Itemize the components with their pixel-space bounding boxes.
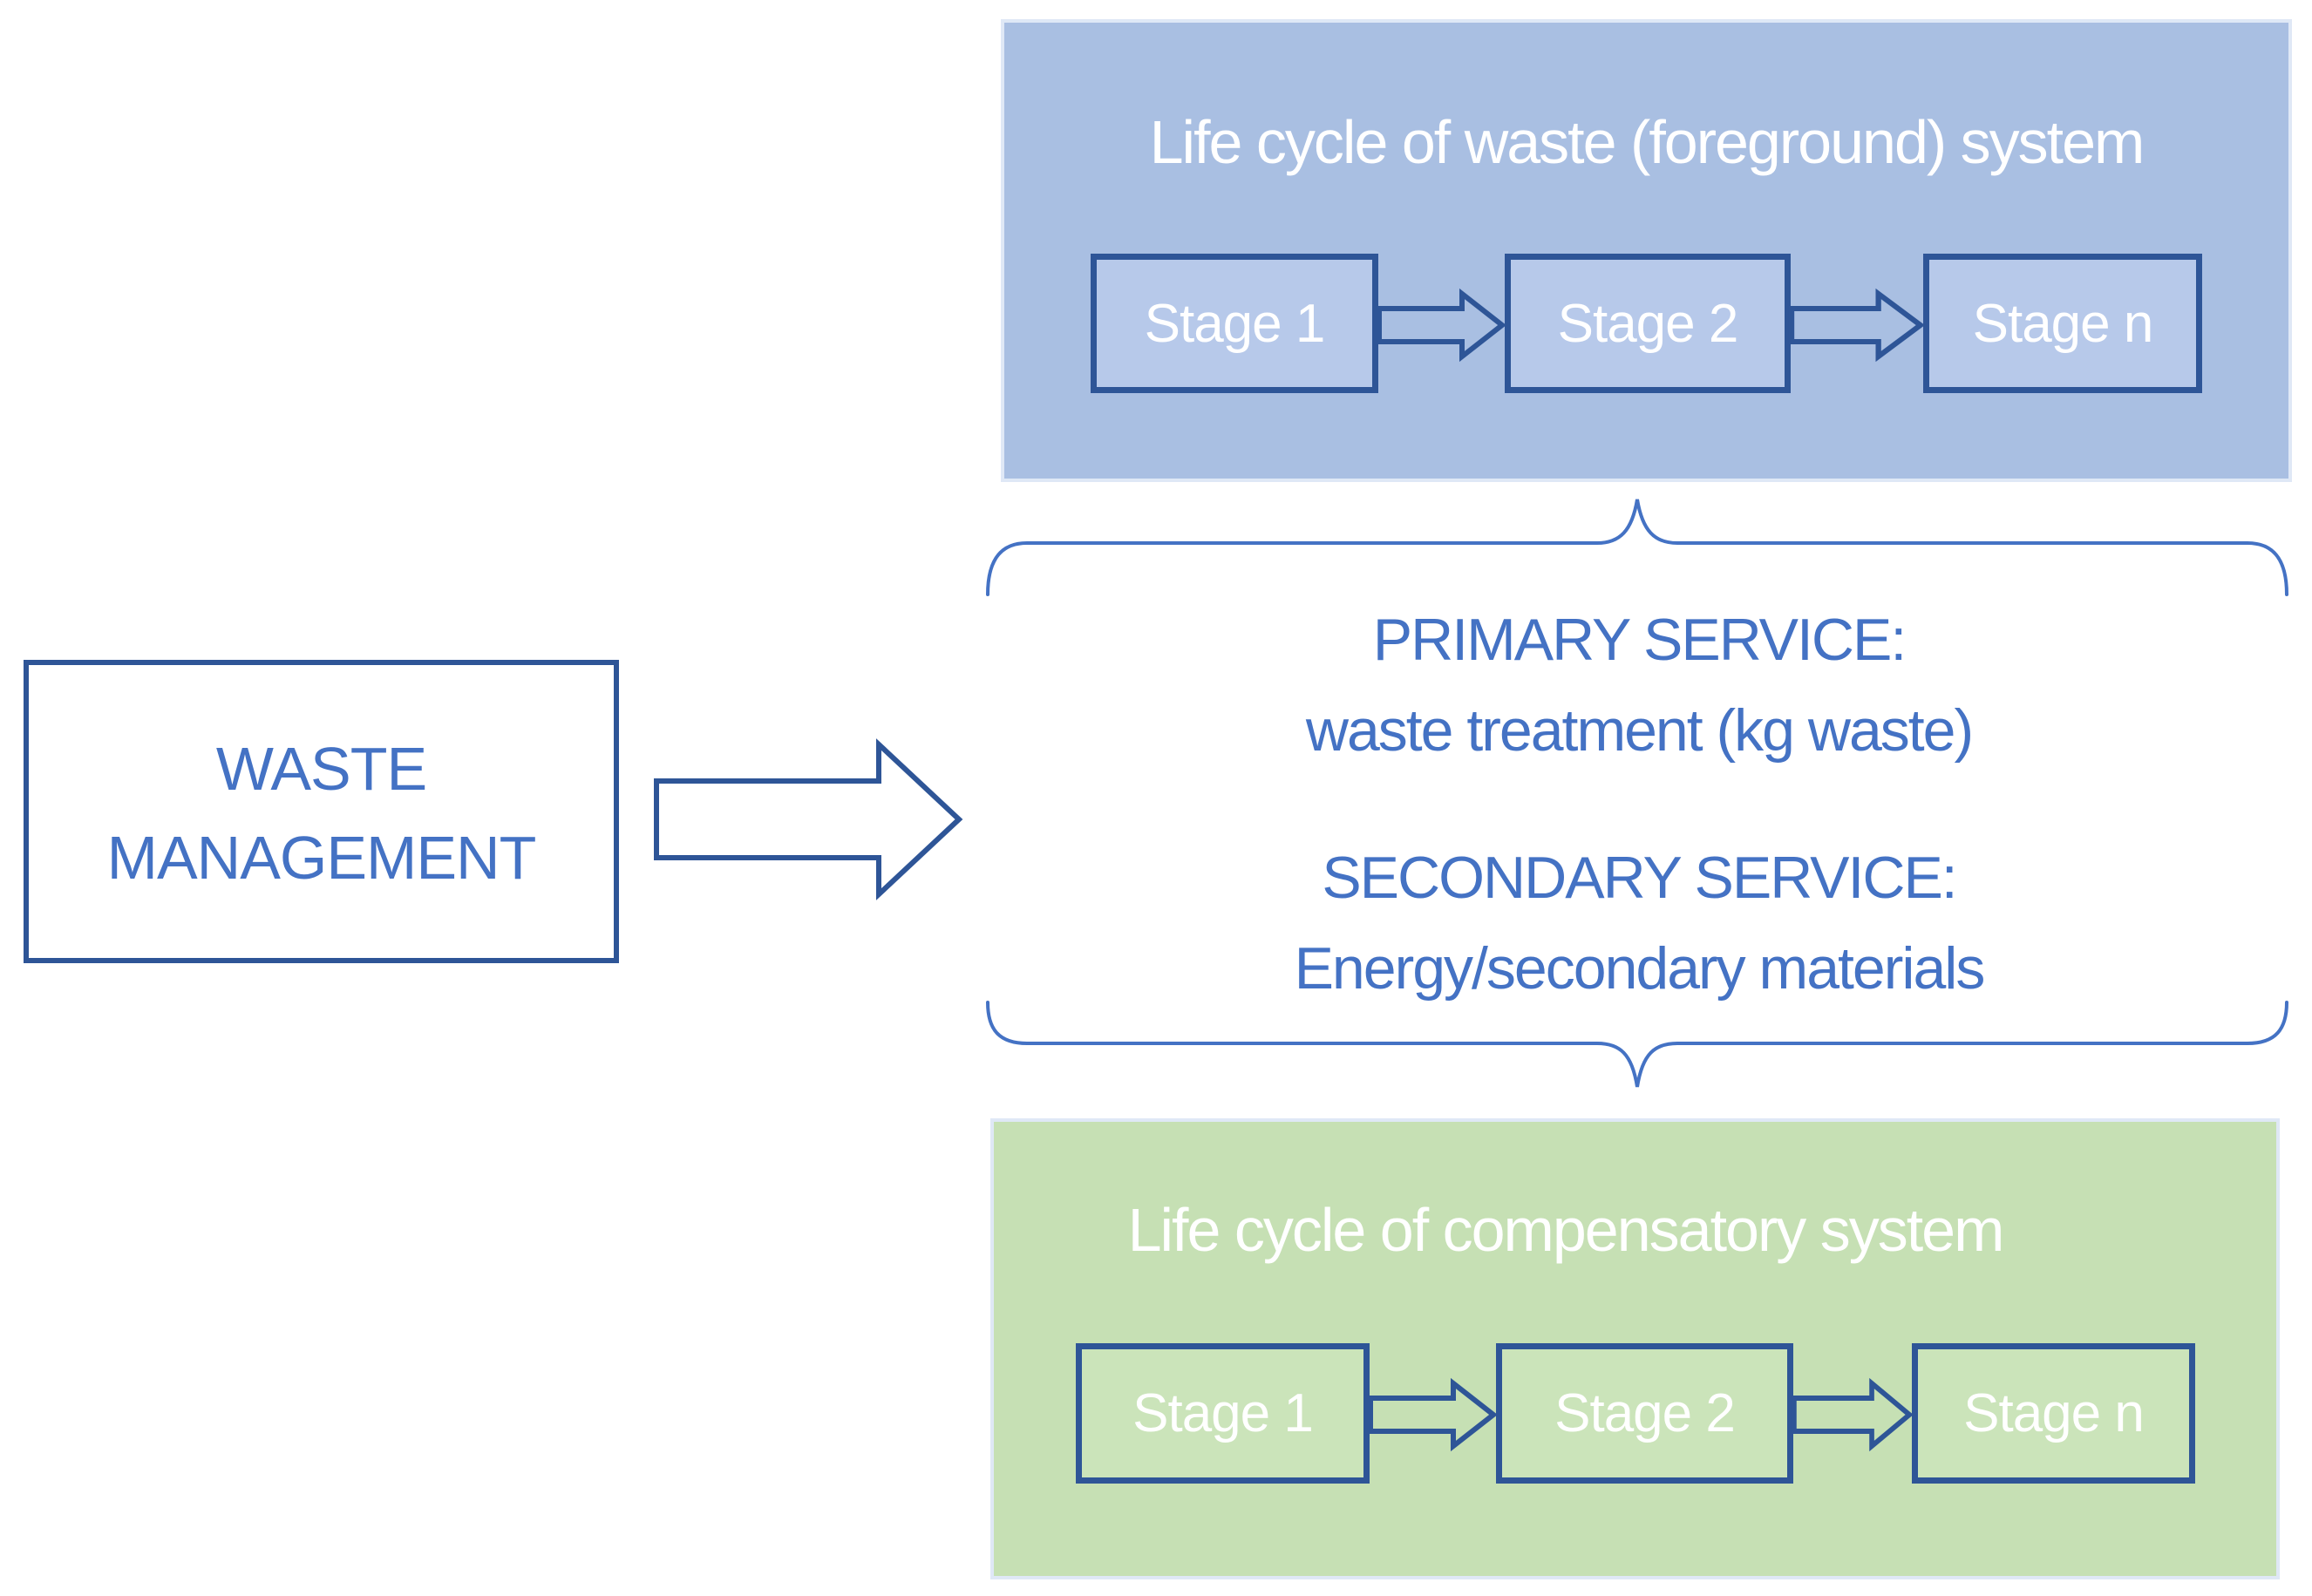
flow-arrow	[1792, 1377, 1914, 1452]
foreground-stage-2-label: Stage 2	[1557, 293, 1739, 354]
flow-arrow	[1377, 288, 1506, 363]
services-text-block: PRIMARY SERVICE: waste treatment (kg was…	[987, 594, 2291, 1014]
secondary-service-label: SECONDARY SERVICE:	[1322, 845, 1957, 911]
flow-arrow	[1788, 288, 1925, 363]
block-arrow-right	[654, 738, 963, 900]
compensatory-stage-2-label: Stage 2	[1554, 1383, 1736, 1443]
foreground-stage-1-label: Stage 1	[1144, 293, 1326, 354]
waste-management-line1: WASTE	[215, 735, 427, 803]
waste-management-line2: MANAGEMENT	[106, 824, 537, 892]
foreground-stage-n-label: Stage n	[1972, 293, 2154, 354]
compensatory-stage-n-box: Stage n	[1912, 1343, 2195, 1484]
flow-arrow	[1368, 1377, 1498, 1452]
foreground-stage-1-box: Stage 1	[1091, 254, 1378, 393]
waste-management-box: WASTE MANAGEMENT	[24, 660, 619, 963]
foreground-stage-n-box: Stage n	[1923, 254, 2202, 393]
secondary-service-description: Energy/secondary materials	[1294, 935, 1986, 1002]
compensatory-stage-n-label: Stage n	[1963, 1383, 2145, 1443]
compensatory-stage-2-box: Stage 2	[1496, 1343, 1793, 1484]
foreground-stage-2-box: Stage 2	[1505, 254, 1791, 393]
primary-service-label: PRIMARY SERVICE:	[1372, 607, 1907, 673]
compensatory-panel-title: Life cycle of compensatory system	[1127, 1196, 2005, 1264]
compensatory-stage-1-label: Stage 1	[1132, 1383, 1314, 1443]
foreground-system-panel: Life cycle of waste (foreground) system …	[1001, 19, 2292, 482]
curly-brace-bottom	[986, 1001, 2288, 1088]
compensatory-stage-1-box: Stage 1	[1076, 1343, 1370, 1484]
services-spacer	[987, 776, 2291, 832]
foreground-panel-title: Life cycle of waste (foreground) system	[1149, 108, 2145, 176]
compensatory-system-panel: Life cycle of compensatory system Stage …	[990, 1118, 2280, 1579]
primary-service-description: waste treatment (kg waste)	[1305, 697, 1974, 764]
curly-brace-top	[986, 499, 2288, 596]
